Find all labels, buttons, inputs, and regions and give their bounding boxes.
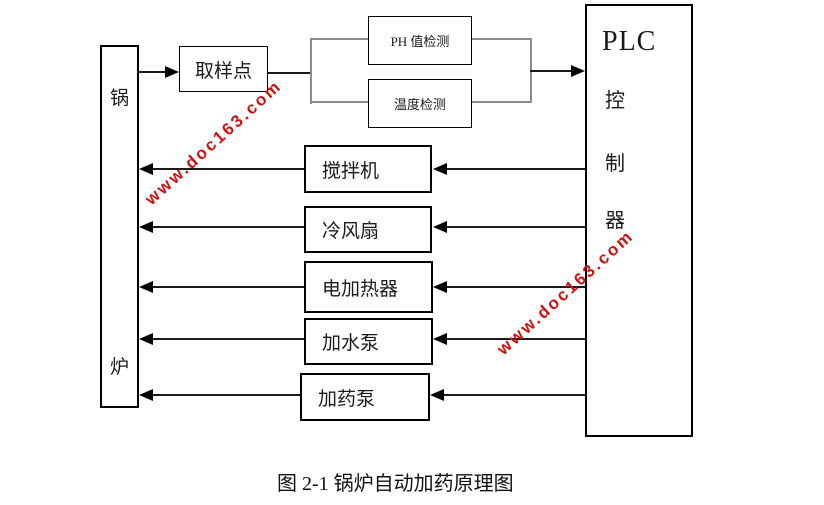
arrow-waterpump-to-boiler-head [139,333,153,345]
arrow-plc-to-mixer-head [433,163,447,175]
boiler-label-top: 锅 [109,88,129,109]
plc-label-line3: 制 [605,153,625,175]
arrow-heater-to-boiler-line [151,286,304,288]
arrow-waterpump-to-boiler-line [151,338,304,340]
temperature-detection-label: 温度检测 [393,97,446,112]
sampling-point-label: 取样点 [194,60,252,82]
arrow-fan-to-boiler-line [151,226,304,228]
arrow-dosingpump-to-boiler-line [151,394,300,396]
arrow-dosingpump-to-boiler-head [139,389,153,401]
arrow-plc-to-dosingpump-head [430,389,444,401]
sampling-point-box: 取样点 [179,46,268,92]
mixer-box: 搅拌机 [304,145,432,193]
arrow-fan-to-boiler-head [139,221,153,233]
connector-junction-to-ph [310,38,368,40]
ph-detection-label: PH 值检测 [390,34,450,49]
plc-title: PLC [602,26,657,57]
boiler-box: 锅 炉 [100,45,139,408]
arrow-plc-to-fan-head [433,221,447,233]
arrow-sensors-to-plc-head [571,65,585,77]
arrow-plc-to-fan-line [445,226,585,228]
arrow-sensors-to-plc-line [530,70,572,72]
electric-heater-box: 电加热器 [304,261,433,313]
mixer-label: 搅拌机 [322,160,380,182]
cooling-fan-box: 冷风扇 [304,206,432,253]
plc-label-line4: 器 [605,210,625,232]
arrow-boiler-to-sampling-line [139,71,169,73]
dosing-pump-box: 加药泵 [300,373,430,421]
ph-detection-box: PH 值检测 [368,16,472,65]
temperature-detection-box: 温度检测 [368,79,472,128]
connector-sampling-to-junction [268,72,312,74]
arrow-mixer-to-boiler-line [151,168,304,170]
connector-junction-left-vertical [310,38,312,104]
cooling-fan-label: 冷风扇 [322,221,380,242]
arrow-boiler-to-sampling-head [165,66,179,78]
arrow-plc-to-dosingpump-line [443,394,585,396]
connector-temp-to-junction [472,101,530,103]
boiler-label-bottom: 炉 [109,357,129,378]
water-pump-label: 加水泵 [322,333,380,354]
arrow-plc-to-waterpump-line [446,338,585,340]
watermark-doc163-upper: www.doc163.com [141,76,286,209]
plc-label-line2: 控 [605,90,625,112]
connector-ph-to-junction [472,38,530,40]
connector-junction-to-temp [310,101,368,103]
water-pump-box: 加水泵 [304,318,433,365]
arrow-plc-to-heater-line [446,286,585,288]
arrow-plc-to-heater-head [433,281,447,293]
plc-controller-box: PLC 控 制 器 [585,4,693,437]
figure-caption: 图 2-1 锅炉自动加药原理图 [277,473,514,495]
arrow-plc-to-waterpump-head [433,333,447,345]
electric-heater-label: 电加热器 [322,278,399,300]
arrow-heater-to-boiler-head [139,281,153,293]
arrow-mixer-to-boiler-head [139,163,153,175]
arrow-plc-to-mixer-line [445,168,585,170]
dosing-pump-label: 加药泵 [318,388,376,410]
